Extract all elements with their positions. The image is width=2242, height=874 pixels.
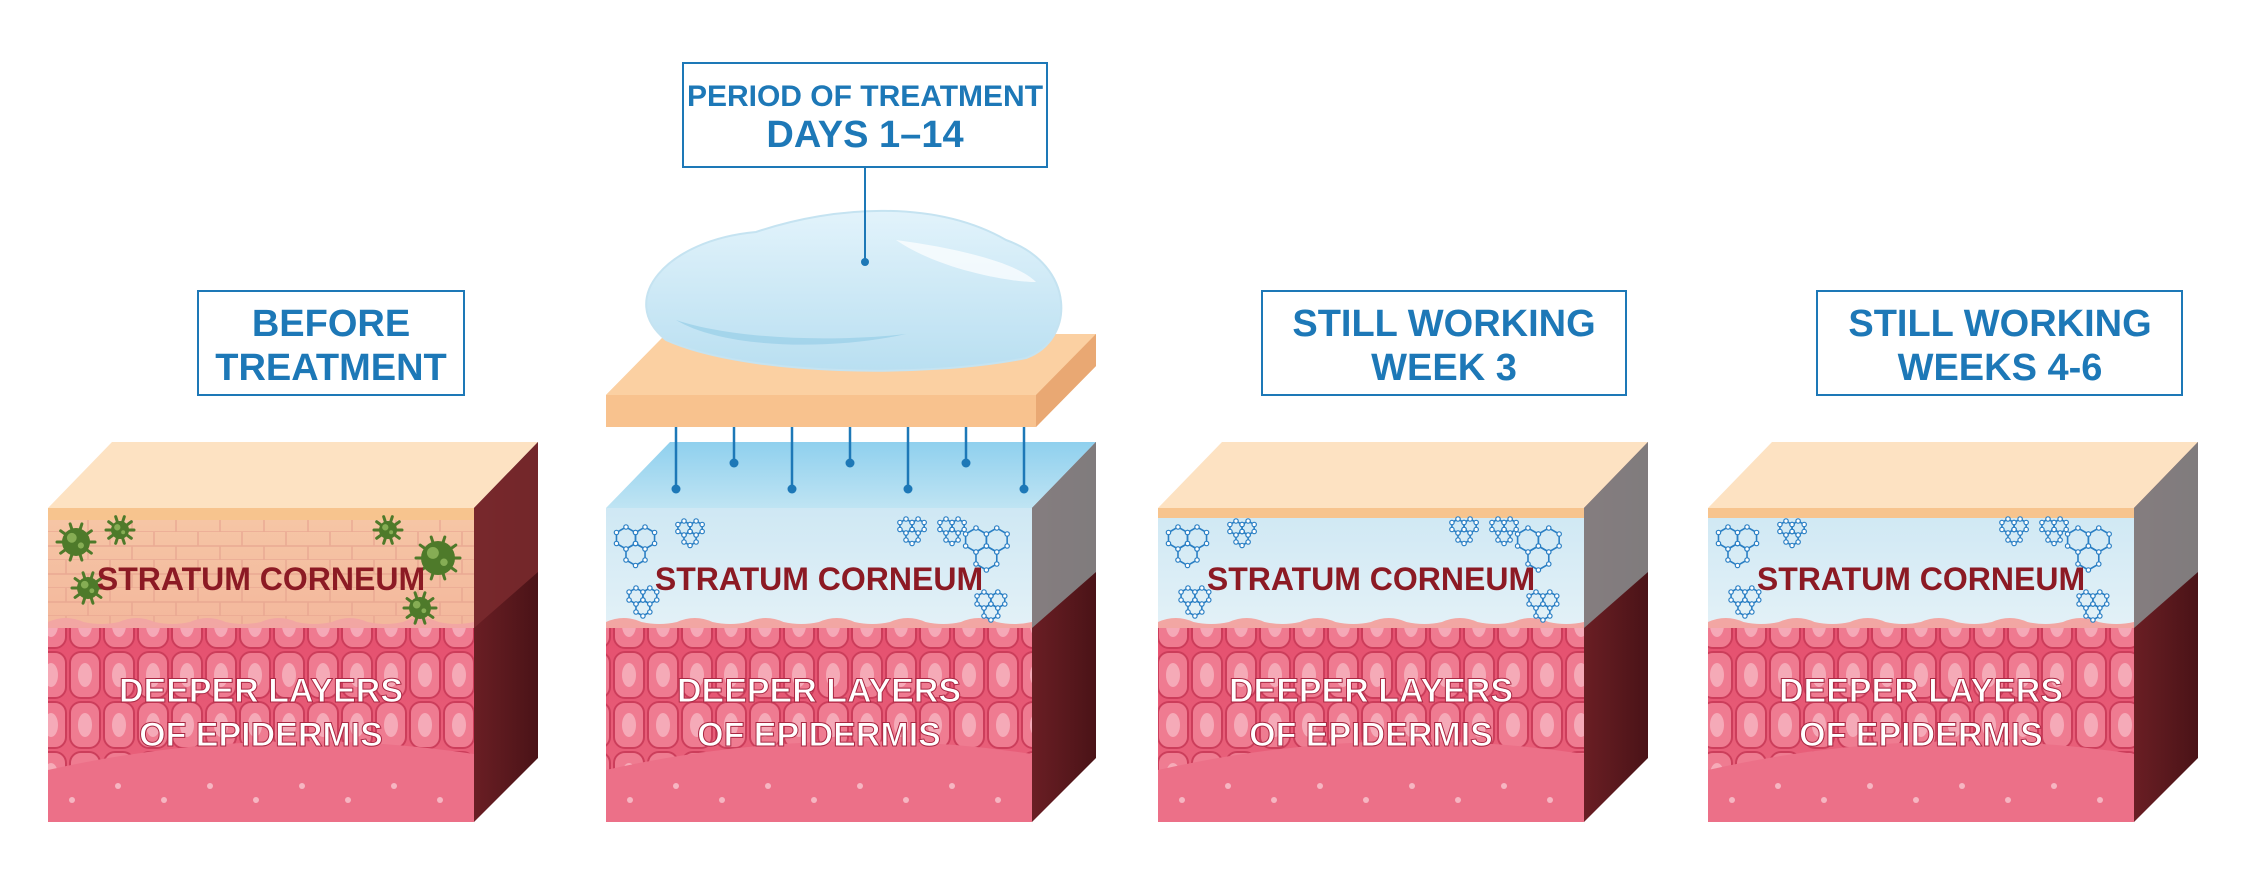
molecule-icon	[675, 518, 705, 549]
title-before-line2: TREATMENT	[215, 347, 447, 389]
stratum-corneum-layer	[606, 508, 1032, 628]
molecule-icon	[626, 585, 660, 619]
panel-period-of-treatment: STRATUM CORNEUM DEEPER LAYERS OF EPIDERMIS	[597, 209, 1096, 822]
molecule-icon	[1178, 585, 1212, 619]
molecule-icon	[613, 524, 658, 569]
title-box-weeks4-6: STILL WORKING WEEKS 4-6	[1816, 290, 2183, 396]
title-box-week3: STILL WORKING WEEK 3	[1261, 290, 1627, 396]
panel-still-working-week-3: STRATUM CORNEUM DEEPER LAYERS OF EPIDERMIS	[1149, 442, 1648, 822]
bacteria-icon	[104, 515, 136, 545]
molecule-icon	[2064, 525, 2112, 573]
stratum-corneum-label: STRATUM CORNEUM	[97, 561, 425, 597]
callout-line2: DAYS 1–14	[766, 114, 963, 156]
bacteria-icon	[402, 591, 438, 625]
deeper-layers-label-line1: DEEPER LAYERS	[119, 672, 403, 710]
molecule-icon	[1526, 589, 1560, 623]
deeper-layers-label-line1: DEEPER LAYERS	[1779, 672, 2063, 710]
skin-surface	[48, 442, 538, 508]
molecule-icon	[1165, 524, 1210, 569]
molecule-icon	[1449, 516, 1479, 547]
callout-period-of-treatment: PERIOD OF TREATMENT DAYS 1–14	[682, 62, 1048, 266]
deeper-layers-label-line2: OF EPIDERMIS	[139, 716, 383, 754]
deeper-layers-label-line1: DEEPER LAYERS	[677, 672, 961, 710]
stratum-corneum-layer	[1158, 508, 1584, 628]
molecule-icon	[974, 589, 1008, 623]
molecule-icon	[897, 516, 927, 547]
deeper-layers-label-line2: OF EPIDERMIS	[697, 716, 941, 754]
skin-surface	[1708, 442, 2198, 508]
molecule-icon	[2076, 589, 2110, 623]
bacteria-icon	[372, 515, 404, 545]
molecule-icon	[1715, 524, 1760, 569]
title-week3-line2: WEEK 3	[1371, 347, 1517, 389]
molecule-icon	[962, 525, 1010, 573]
molecule-icon	[1728, 585, 1762, 619]
title-weeks4-6-line1: STILL WORKING	[1848, 303, 2151, 345]
stratum-corneum-label: STRATUM CORNEUM	[1757, 561, 2085, 597]
skin-surface	[606, 442, 1096, 508]
stratum-corneum-label: STRATUM CORNEUM	[655, 561, 983, 597]
callout-leader-dot	[861, 258, 869, 266]
bacteria-icon	[55, 522, 97, 562]
stratum-corneum-layer	[1708, 508, 2134, 628]
stratum-corneum-label: STRATUM CORNEUM	[1207, 561, 1535, 597]
molecule-icon	[937, 516, 967, 547]
skin-surface	[1158, 442, 1648, 508]
title-box-before: BEFORE TREATMENT	[197, 290, 465, 396]
molecule-icon	[1489, 516, 1519, 547]
title-before-line1: BEFORE	[252, 303, 410, 345]
molecule-icon	[1514, 525, 1562, 573]
panel-before-treatment: STRATUM CORNEUM DEEPER LAYERS OF EPIDERMIS	[39, 442, 538, 822]
molecule-icon	[2039, 516, 2069, 547]
deeper-layers-label-line2: OF EPIDERMIS	[1799, 716, 2043, 754]
molecule-icon	[1227, 518, 1257, 549]
bacteria-icon	[414, 535, 462, 581]
title-weeks4-6-line2: WEEKS 4-6	[1898, 347, 2103, 389]
callout-line1: PERIOD OF TREATMENT	[687, 80, 1043, 113]
deeper-layers-label-line1: DEEPER LAYERS	[1229, 672, 1513, 710]
bacteria-icon	[70, 571, 106, 605]
molecule-icon	[1999, 516, 2029, 547]
panel-still-working-weeks-4-6: STRATUM CORNEUM DEEPER LAYERS OF EPIDERMIS	[1699, 442, 2198, 822]
molecule-icon	[1777, 518, 1807, 549]
title-week3-line1: STILL WORKING	[1292, 303, 1595, 345]
gel-blob	[645, 209, 1063, 372]
deeper-layers-label-line2: OF EPIDERMIS	[1249, 716, 1493, 754]
